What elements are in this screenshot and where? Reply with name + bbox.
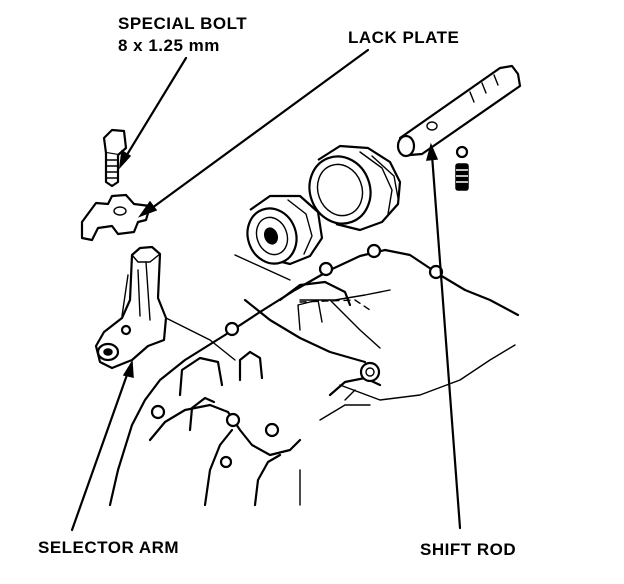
- special-bolt-label-line1: SPECIAL BOLT: [118, 14, 248, 33]
- bearing-front: [246, 194, 324, 266]
- shift-rod: [396, 64, 522, 158]
- special-bolt-label-line2: 8 x 1.25 mm: [118, 36, 220, 55]
- selector-arm: [94, 245, 168, 370]
- selector-arm-label: SELECTOR ARM: [38, 538, 180, 557]
- bearing-rear: [308, 144, 402, 232]
- shift-rod-label: SHIFT ROD: [420, 540, 517, 559]
- special-bolt: [102, 128, 128, 188]
- leader-arrows: [70, 48, 462, 532]
- transmission-housing: [108, 243, 520, 507]
- lack-plate-label: LACK PLATE: [348, 28, 460, 47]
- lack-plate: [80, 193, 152, 242]
- detent-ball-spring: [455, 145, 469, 191]
